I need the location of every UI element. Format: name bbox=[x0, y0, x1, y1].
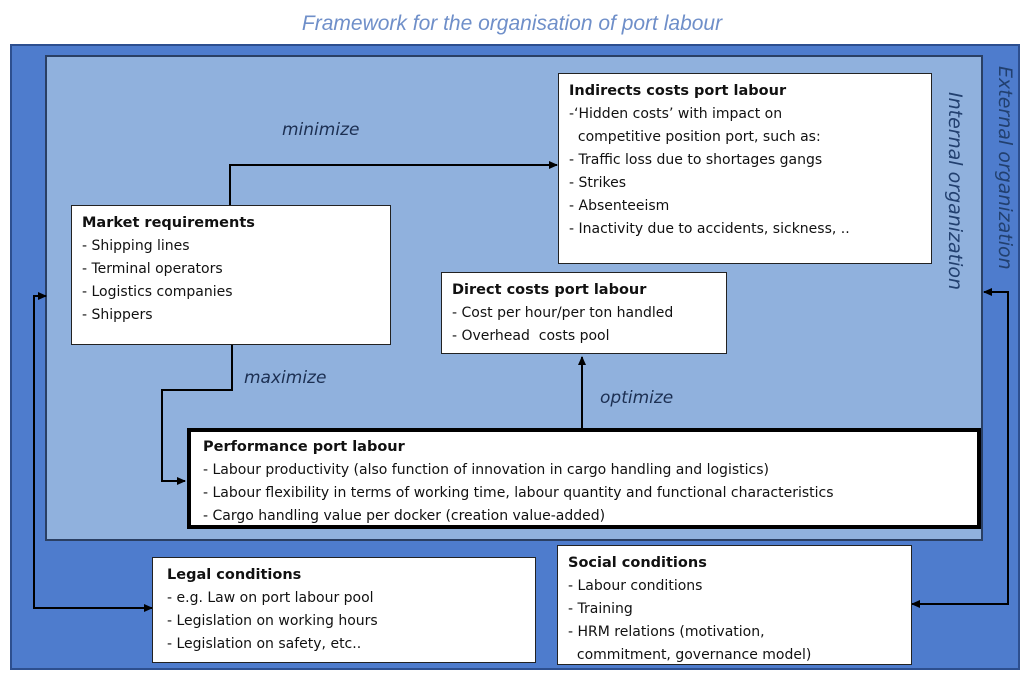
legal-conditions-box: Legal conditions - e.g. Law on port labo… bbox=[152, 557, 536, 663]
optimize-label: optimize bbox=[600, 388, 674, 408]
indirect-costs-heading: Indirects costs port labour bbox=[569, 83, 787, 99]
direct-costs-line: - Overhead costs pool bbox=[452, 328, 610, 344]
maximize-label: maximize bbox=[244, 368, 327, 388]
market-requirements-line: - Terminal operators bbox=[82, 261, 223, 277]
direct-costs-box: Direct costs port labour - Cost per hour… bbox=[441, 272, 727, 354]
legal-conditions-line: - Legislation on safety, etc.. bbox=[167, 636, 362, 652]
legal-conditions-line: - Legislation on working hours bbox=[167, 613, 378, 629]
performance-port-labour-box: Performance port labour - Labour product… bbox=[187, 428, 981, 529]
legal-conditions-heading: Legal conditions bbox=[167, 567, 302, 583]
performance-line: - Cargo handling value per docker (creat… bbox=[203, 508, 606, 524]
social-conditions-line: commitment, governance model) bbox=[568, 647, 812, 663]
minimize-arrow bbox=[229, 161, 558, 205]
indirect-costs-line: - Strikes bbox=[569, 175, 627, 191]
social-conditions-box: Social conditions - Labour conditions - … bbox=[557, 545, 912, 665]
market-requirements-heading: Market requirements bbox=[82, 215, 255, 231]
performance-line: - Labour flexibility in terms of working… bbox=[203, 485, 834, 501]
direct-costs-heading: Direct costs port labour bbox=[452, 282, 647, 298]
performance-line: - Labour productivity (also function of … bbox=[203, 462, 769, 478]
internal-organization-label: Internal organization bbox=[944, 92, 966, 291]
indirect-costs-box: Indirects costs port labour -‘Hidden cos… bbox=[558, 73, 932, 264]
market-requirements-line: - Shipping lines bbox=[82, 238, 190, 254]
maximize-arrow bbox=[161, 345, 233, 485]
legal-conditions-line: - e.g. Law on port labour pool bbox=[167, 590, 374, 606]
indirect-costs-line: -‘Hidden costs’ with impact on bbox=[569, 106, 783, 122]
social-conditions-line: - Training bbox=[568, 601, 633, 617]
indirect-costs-line: - Traffic loss due to shortages gangs bbox=[569, 152, 823, 168]
market-requirements-line: - Shippers bbox=[82, 307, 153, 323]
direct-costs-line: - Cost per hour/per ton handled bbox=[452, 305, 674, 321]
social-conditions-line: - HRM relations (motivation, bbox=[568, 624, 765, 640]
indirect-costs-line: - Absenteeism bbox=[569, 198, 670, 214]
diagram-title: Framework for the organisation of port l… bbox=[301, 12, 723, 35]
performance-heading: Performance port labour bbox=[203, 439, 405, 455]
external-organization-label: External organization bbox=[994, 66, 1016, 270]
indirect-costs-line: competitive position port, such as: bbox=[569, 129, 821, 145]
market-requirements-box: Market requirements - Shipping lines - T… bbox=[71, 205, 391, 345]
social-conditions-heading: Social conditions bbox=[568, 555, 707, 571]
indirect-costs-line: - Inactivity due to accidents, sickness,… bbox=[569, 221, 850, 237]
social-conditions-line: - Labour conditions bbox=[568, 578, 703, 594]
minimize-label: minimize bbox=[282, 120, 360, 140]
market-requirements-line: - Logistics companies bbox=[82, 284, 233, 300]
